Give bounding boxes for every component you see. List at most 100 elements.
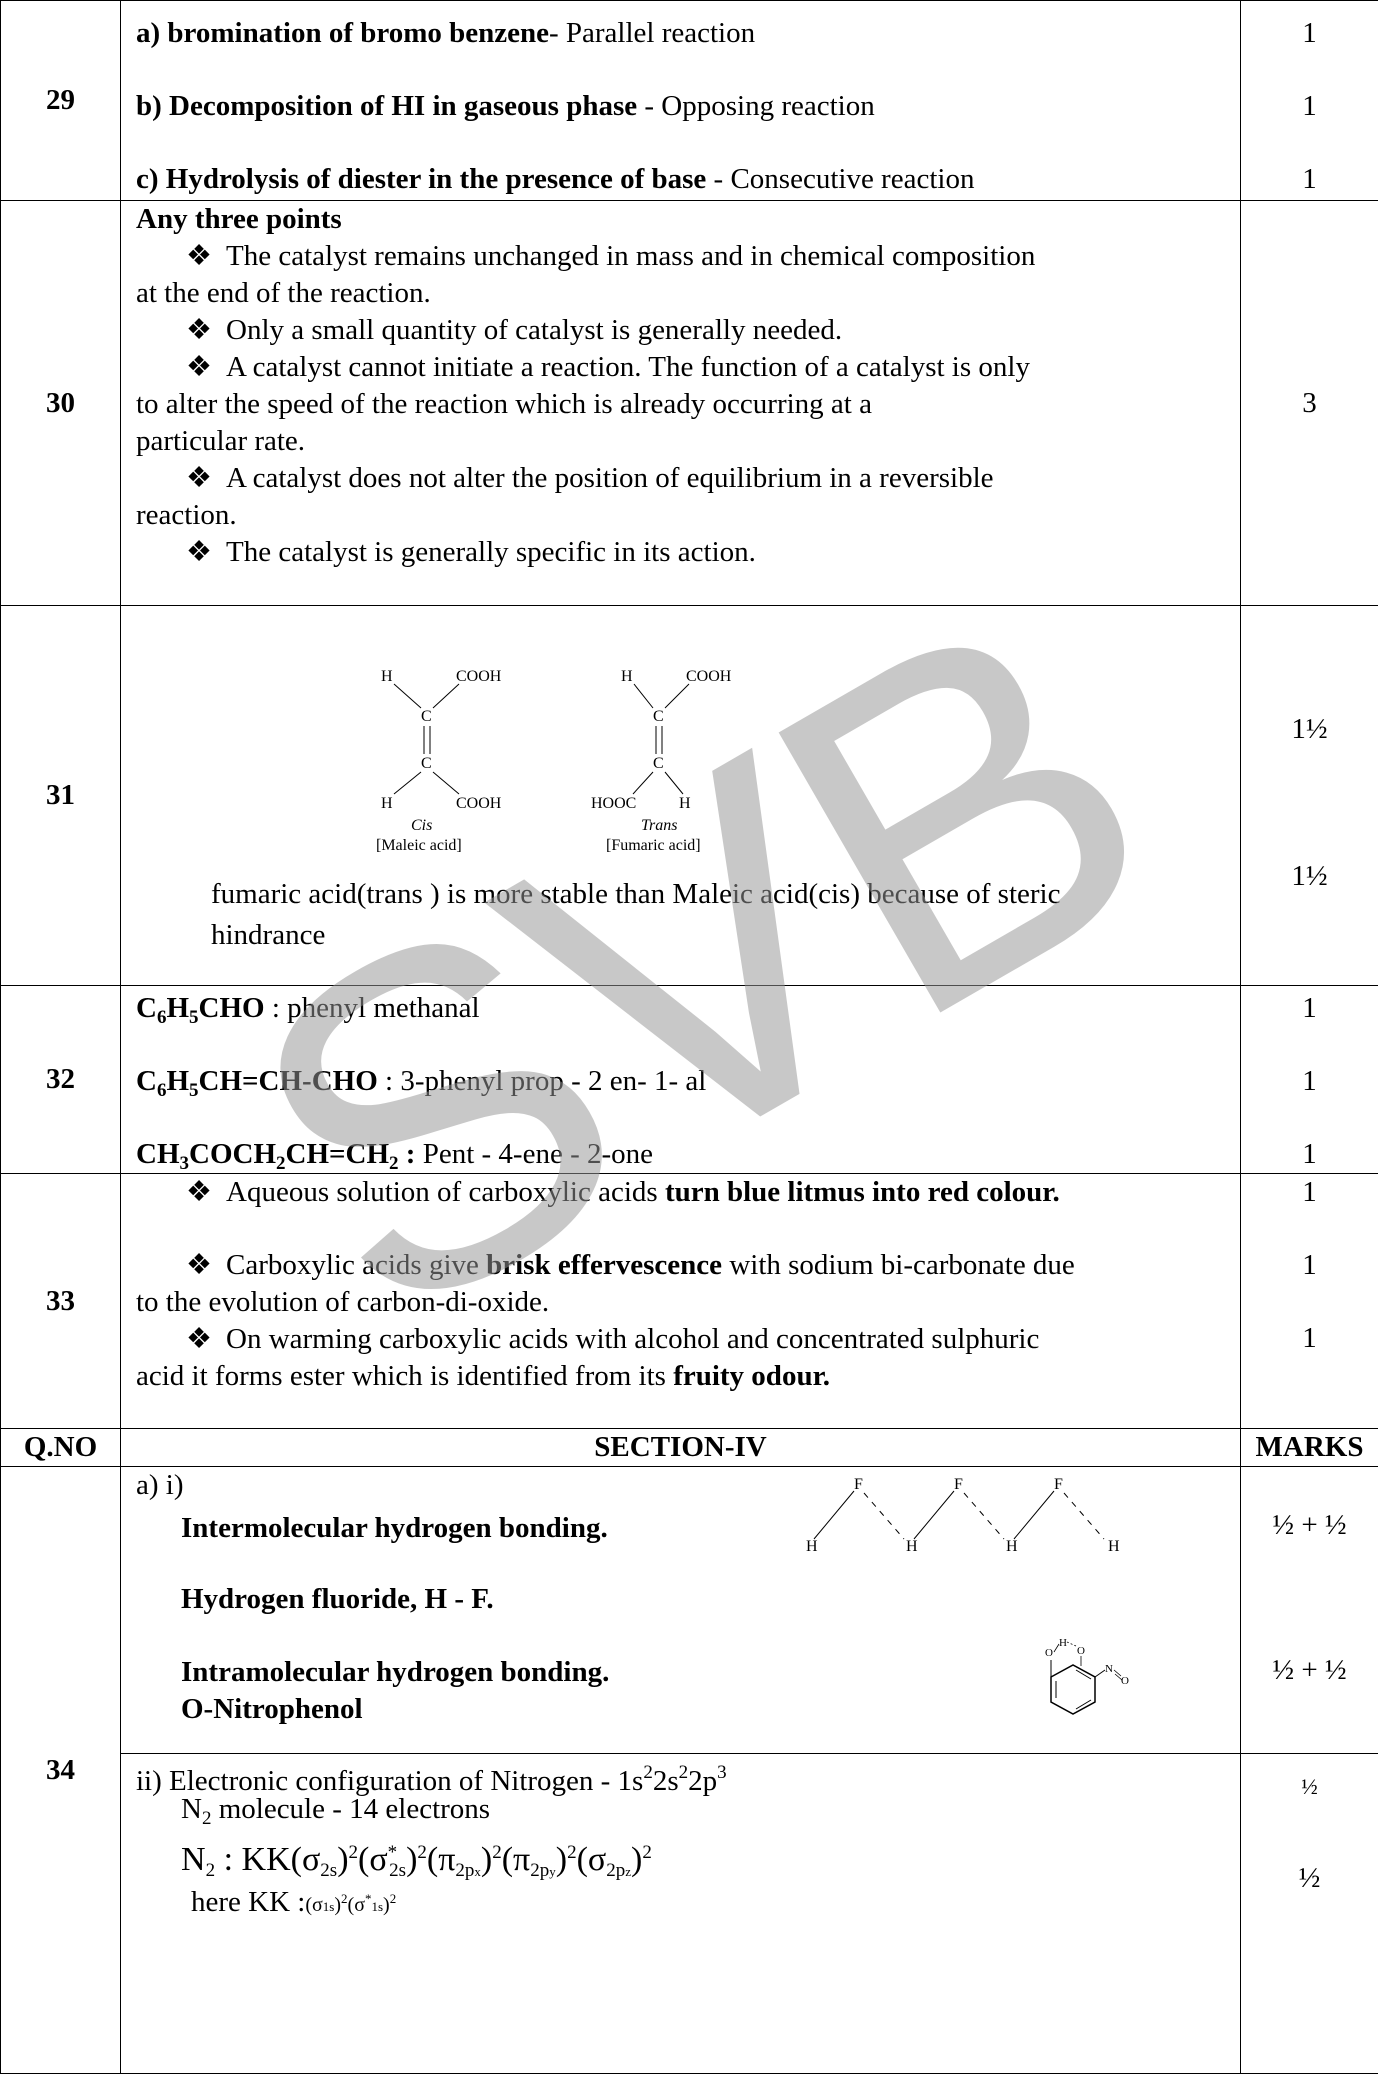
- q34-hf: Hydrogen fluoride, H - F.: [136, 1581, 1240, 1618]
- onp-o3: O: [1121, 1675, 1129, 1687]
- q34b-marks: ½ ½: [1241, 1754, 1378, 2074]
- onp-h: H: [1059, 1637, 1067, 1649]
- hf-h1: H: [806, 1538, 818, 1555]
- qno-32: 32: [1, 986, 121, 1174]
- q34-kk: here KK :: [191, 1886, 305, 1918]
- q30-point-4a: A catalyst does not alter the position o…: [136, 460, 1240, 497]
- q29-b-text: - Opposing reaction: [637, 90, 875, 122]
- q34a-marks: ½ + ½ ½ + ½: [1241, 1467, 1378, 1754]
- q31-content: H COOH C C H COOH Cis [Maleic acid]: [121, 606, 1241, 986]
- q30-point-4b: reaction.: [136, 497, 1240, 534]
- q29-a-text: - Parallel reaction: [549, 17, 755, 49]
- hf-f1: F: [854, 1476, 863, 1493]
- q34-mark-b2: ½: [1241, 1860, 1378, 1897]
- q33-mark-3: 1: [1241, 1320, 1378, 1357]
- hf-h2: H: [906, 1538, 918, 1555]
- onp-n: N: [1105, 1663, 1113, 1675]
- q32-mark-2: 1: [1241, 1063, 1378, 1100]
- cis-label: Cis: [411, 817, 432, 834]
- qno-29: 29: [1, 1, 121, 201]
- q32-formula-2: C6H5CH=CH-CHO: [136, 1065, 378, 1097]
- q30-content: Any three points The catalyst remains un…: [121, 201, 1241, 606]
- q29-a-label: a) bromination of bromo benzene: [136, 17, 549, 49]
- q30-point-3a: A catalyst cannot initiate a reaction. T…: [136, 349, 1240, 386]
- trans-acid-name: [Fumaric acid]: [606, 837, 701, 854]
- q30-point-1b: at the end of the reaction.: [136, 275, 1240, 312]
- onp-o2: O: [1077, 1645, 1085, 1657]
- q33-p3a: On warming carboxylic acids with alcohol…: [136, 1321, 1240, 1358]
- cis-c-top: C: [421, 708, 432, 725]
- cis-c-bottom: C: [421, 755, 432, 772]
- q31-mark-2: 1½: [1241, 858, 1378, 895]
- q33-marks: 1 1 1: [1241, 1174, 1378, 1429]
- hf-h4: H: [1108, 1538, 1120, 1555]
- cis-acid-name: [Maleic acid]: [376, 837, 462, 854]
- q30-heading: Any three points: [136, 201, 1240, 238]
- q33-p2a: Carboxylic acids give: [226, 1249, 486, 1281]
- header-marks: MARKS: [1241, 1429, 1378, 1467]
- cis-h-top: H: [381, 668, 393, 685]
- q32-content: C6H5CHO : phenyl methanal C6H5CH=CH-CHO …: [121, 986, 1241, 1174]
- cis-cooh-top: COOH: [456, 668, 502, 685]
- trans-h-bottom: H: [679, 795, 691, 812]
- qno-30: 30: [1, 201, 121, 606]
- q32-mark-1: 1: [1241, 990, 1378, 1027]
- row-q32: 32 C6H5CHO : phenyl methanal C6H5CH=CH-C…: [1, 986, 1378, 1174]
- q29-content: a) bromination of bromo benzene- Paralle…: [121, 1, 1241, 201]
- row-q34b: ii) Electronic configuration of Nitrogen…: [1, 1754, 1378, 2074]
- qno-33: 33: [1, 1174, 121, 1429]
- q32-name-1: : phenyl methanal: [272, 992, 480, 1024]
- o-nitrophenol-diagram: O H O N O: [1021, 1632, 1131, 1727]
- q32-formula-3: CH3COCH2CH=CH2 :: [136, 1138, 415, 1170]
- q33-content: Aqueous solution of carboxylic acids tur…: [121, 1174, 1241, 1429]
- row-q30: 30 Any three points The catalyst remains…: [1, 201, 1378, 606]
- cis-structure: H COOH C C H COOH Cis [Maleic acid]: [376, 668, 502, 854]
- q34-mark-a2: ½ + ½: [1241, 1652, 1378, 1689]
- q30-point-3b: to alter the speed of the reaction which…: [136, 386, 1240, 423]
- q33-mark-2: 1: [1241, 1247, 1378, 1284]
- cis-h-bottom: H: [381, 795, 393, 812]
- qno-31: 31: [1, 606, 121, 986]
- q30-point-2: Only a small quantity of catalyst is gen…: [136, 312, 1240, 349]
- hf-f2: F: [954, 1476, 963, 1493]
- q31-text-1: fumaric acid(trans ) is more stable than…: [211, 876, 1060, 913]
- cis-cooh-bottom: COOH: [456, 795, 502, 812]
- cis-trans-structures: H COOH C C H COOH Cis [Maleic acid]: [361, 646, 961, 906]
- row-q31: 31 H COOH C C H COOH Cis [Maleic: [1, 606, 1378, 986]
- trans-hooc-bottom: HOOC: [591, 795, 636, 812]
- q29-b-label: b) Decomposition of HI in gaseous phase: [136, 90, 637, 122]
- q33-mark-1: 1: [1241, 1174, 1378, 1211]
- q29-marks: 1 1 1: [1241, 1, 1378, 201]
- q32-formula-1: C6H5CHO: [136, 992, 265, 1024]
- q29-mark-b: 1: [1241, 88, 1378, 125]
- section-iv-header-row: Q.NO SECTION-IV MARKS: [1, 1429, 1378, 1467]
- q32-mark-3: 1: [1241, 1136, 1378, 1173]
- hf-f3: F: [1054, 1476, 1063, 1493]
- trans-c-top: C: [653, 708, 664, 725]
- q30-point-5: The catalyst is generally specific in it…: [136, 534, 1240, 571]
- q34-mo-config: N2 : KK(σ2s)2(σ*2s)2(π2px)2(π2py)2(σ2pz)…: [136, 1834, 1240, 1878]
- header-section: SECTION-IV: [121, 1429, 1241, 1467]
- qno-34: 34: [1, 1467, 121, 2074]
- q33-p3b: acid it forms ester which is identified …: [136, 1360, 673, 1392]
- q34b-content: ii) Electronic configuration of Nitrogen…: [121, 1754, 1241, 2074]
- q29-mark-c: 1: [1241, 161, 1378, 198]
- q32-name-2: : 3-phenyl prop - 2 en- 1- al: [378, 1065, 707, 1097]
- onp-o1: O: [1045, 1647, 1053, 1659]
- q32-marks: 1 1 1: [1241, 986, 1378, 1174]
- q33-p2c: with sodium bi-carbonate due: [722, 1249, 1075, 1281]
- trans-cooh-top: COOH: [686, 668, 732, 685]
- q31-mark-1: 1½: [1241, 711, 1378, 748]
- q31-text-2: hindrance: [211, 917, 1060, 954]
- q33-p2d: to the evolution of carbon-di-oxide.: [136, 1284, 1240, 1321]
- q33-p2b: brisk effervescence: [486, 1249, 722, 1281]
- q34a-content: a) i) Intermolecular hydrogen bonding. H…: [121, 1467, 1241, 1754]
- hf-h3: H: [1006, 1538, 1018, 1555]
- trans-structure: H COOH C C HOOC H Trans [Fumaric acid]: [591, 668, 732, 854]
- q34-n2: molecule - 14 electrons: [219, 1793, 490, 1825]
- row-q33: 33 Aqueous solution of carboxylic acids …: [1, 1174, 1378, 1429]
- q30-point-3c: particular rate.: [136, 423, 1240, 460]
- q33-p1a: Aqueous solution of carboxylic acids: [226, 1176, 665, 1208]
- q31-marks: 1½ 1½: [1241, 606, 1378, 986]
